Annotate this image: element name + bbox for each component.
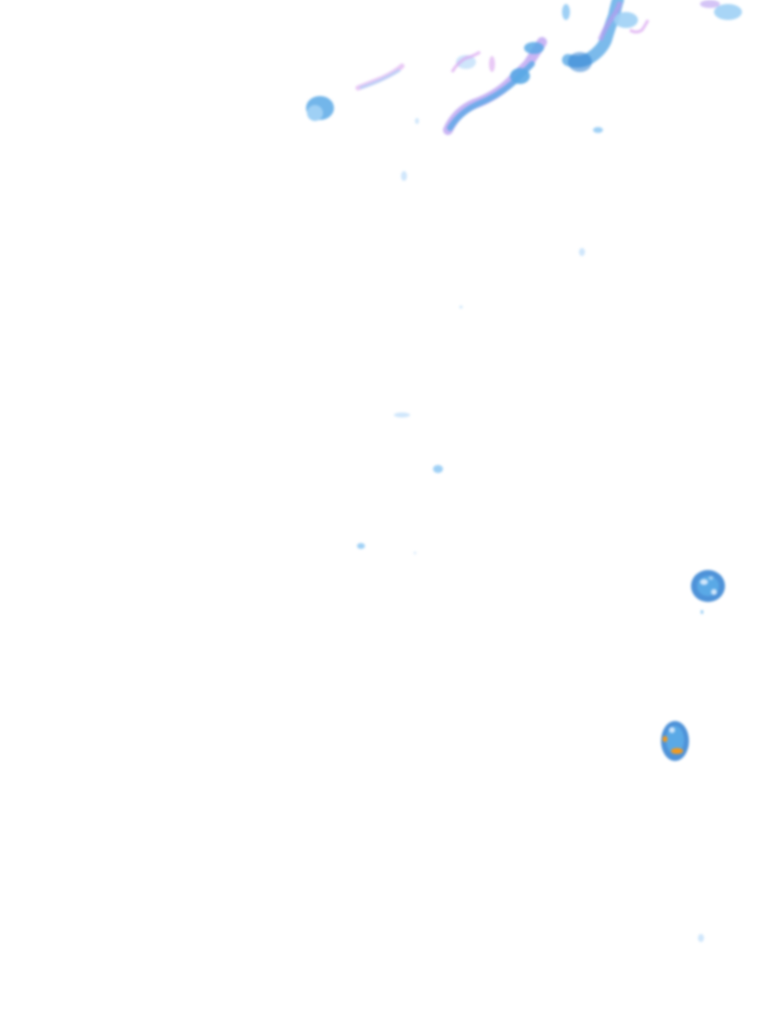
echo-band-core bbox=[562, 0, 624, 68]
echo-speck bbox=[415, 118, 419, 124]
echo-cell bbox=[714, 4, 742, 20]
echo-speck bbox=[593, 127, 603, 133]
echo-core-intense bbox=[671, 748, 683, 754]
echo-cell bbox=[568, 52, 592, 72]
echo-cell bbox=[510, 68, 530, 84]
echo-cell bbox=[614, 12, 638, 28]
echo-cell bbox=[711, 589, 717, 595]
storm-cell-east-2 bbox=[661, 721, 689, 761]
echo-cell bbox=[307, 105, 323, 121]
echo-streak bbox=[597, 1, 623, 41]
echo-streak bbox=[450, 50, 481, 73]
echo-speck bbox=[394, 412, 410, 418]
echo-cell bbox=[562, 4, 570, 20]
echo-speck bbox=[413, 551, 417, 555]
echo-cell bbox=[666, 726, 684, 754]
echo-cell bbox=[524, 42, 544, 54]
echo-core-intense bbox=[662, 736, 668, 742]
echo-speck bbox=[401, 171, 407, 181]
echo-cell bbox=[456, 55, 476, 69]
echo-streak bbox=[629, 19, 650, 34]
echo-cell bbox=[700, 579, 708, 585]
echo-streak bbox=[355, 63, 405, 91]
echo-speck bbox=[579, 248, 585, 256]
echo-cell bbox=[700, 0, 720, 8]
echo-speck bbox=[357, 543, 365, 549]
echo-cell bbox=[669, 727, 675, 733]
scattered-echoes bbox=[357, 171, 704, 942]
precip-band-north bbox=[306, 0, 742, 135]
echo-cell bbox=[489, 56, 495, 72]
echo-speck bbox=[698, 934, 704, 942]
echo-speck bbox=[459, 305, 463, 309]
echo-streak bbox=[359, 68, 401, 90]
echo-speck bbox=[433, 465, 443, 473]
echo-speck bbox=[700, 610, 704, 614]
storm-cell-east-1 bbox=[691, 570, 725, 602]
echo-cell bbox=[708, 576, 714, 580]
